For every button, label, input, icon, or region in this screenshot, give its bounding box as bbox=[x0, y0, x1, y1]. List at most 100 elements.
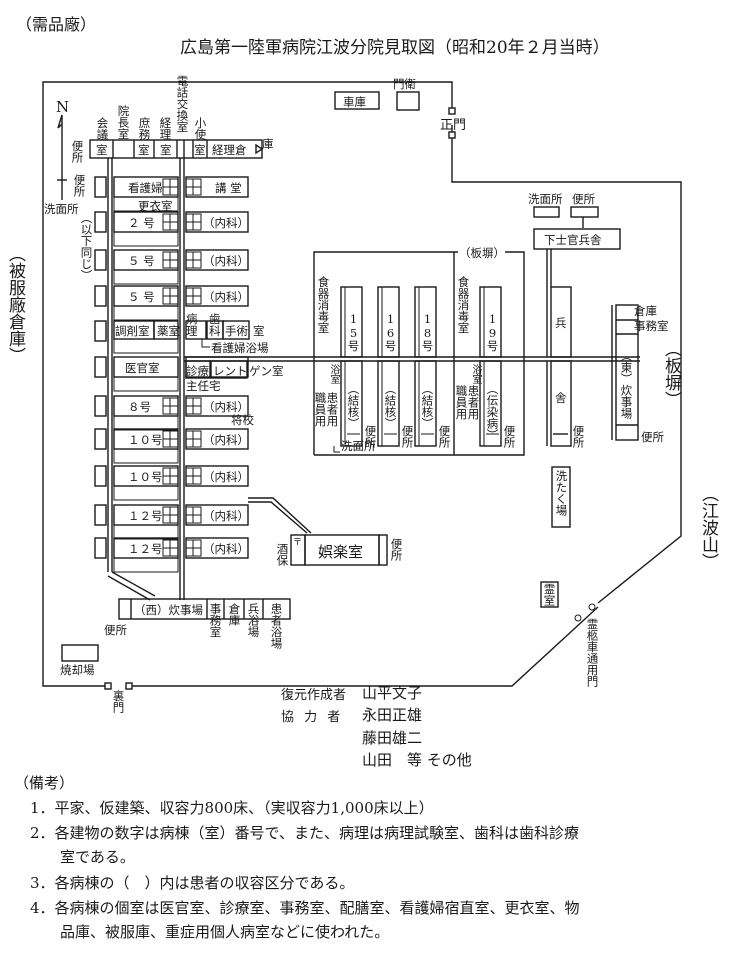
east-storage-label: 倉庫 bbox=[634, 304, 657, 318]
gate-guard-label: 門衛 bbox=[393, 77, 416, 91]
credit-author-label: 復元作成者 bbox=[281, 688, 347, 703]
ward-annex bbox=[113, 338, 179, 354]
bath-label-2: 浴室 bbox=[470, 364, 481, 384]
right-fence-label: （板塀） bbox=[661, 340, 681, 408]
west-kitchen-label: （西）炊事場 bbox=[134, 603, 203, 617]
ward-label-east: （内科） bbox=[203, 216, 249, 230]
shika-label-top: 歯 bbox=[209, 312, 221, 326]
ward-annex bbox=[113, 231, 179, 247]
top-left-label: （需品廠） bbox=[16, 15, 97, 34]
east-kitchen-label: （東）炊事場 bbox=[619, 350, 634, 419]
barracks-north bbox=[550, 286, 572, 358]
back-gate-label[interactable]: 裏門 bbox=[111, 690, 126, 713]
ward-label-east: （内科） bbox=[203, 400, 249, 414]
ward-stub bbox=[94, 285, 107, 307]
boundary-wall bbox=[42, 81, 453, 687]
shomu-room: 室 bbox=[138, 143, 150, 157]
exam-room bbox=[210, 360, 248, 379]
east-ward-north bbox=[377, 286, 400, 358]
page-title: 広島第一陸軍病院江波分院見取図（昭和20年２月当時） bbox=[180, 38, 610, 58]
east-kitchen bbox=[615, 304, 639, 441]
east-ward-north bbox=[479, 286, 502, 358]
credit-author: 山平文子 bbox=[362, 684, 423, 702]
note-4-cont: 品庫、被服庫、重症用個人病室などに使われた。 bbox=[30, 923, 390, 941]
east-ward-number: 15号 bbox=[346, 312, 361, 352]
ward-stub bbox=[94, 320, 107, 342]
east-fence-label: （板塀） bbox=[459, 245, 505, 261]
rec-toilet-box bbox=[378, 534, 388, 566]
incinerator-box bbox=[61, 644, 99, 662]
ward-stub bbox=[94, 176, 107, 198]
shujutsu-label: 手術 bbox=[225, 324, 248, 338]
left-outer-label: （被服廠倉庫） bbox=[5, 245, 25, 364]
ward-label-east: （内科） bbox=[203, 290, 249, 304]
disinfect-room-1: 食器消毒室 bbox=[316, 276, 331, 334]
kozukai-label: 小使 bbox=[193, 117, 208, 140]
ward-annex bbox=[113, 269, 179, 285]
ward-annex bbox=[113, 415, 179, 431]
keiri-label: 経理 bbox=[158, 117, 173, 140]
nco-barracks bbox=[533, 228, 621, 250]
hearse-gate-post bbox=[574, 614, 582, 622]
hearse-gate-label[interactable]: 霊柩車通用門 bbox=[585, 618, 600, 687]
boundary-wall-east-2 bbox=[451, 125, 682, 604]
ward-label-east: （内科） bbox=[203, 433, 249, 447]
ward-label-east: 講 堂 bbox=[215, 181, 242, 195]
ward-annex bbox=[113, 448, 179, 464]
main-gate-label[interactable]: 正門 bbox=[440, 118, 467, 133]
ward-annex bbox=[113, 524, 179, 540]
recreation-link bbox=[248, 501, 308, 534]
east-ward-south bbox=[479, 360, 502, 447]
patient-use-2: 患者用 bbox=[466, 385, 481, 420]
ward-stub bbox=[94, 356, 107, 378]
east-ward-type: （結核） bbox=[383, 383, 398, 429]
kitchen-link bbox=[111, 571, 156, 597]
note-4: 4．各病棟の個室は医官室、診療室、事務室、配膳室、看護婦宿直室、更衣室、物 bbox=[30, 899, 580, 917]
shika-label-bottom: 科 bbox=[209, 324, 221, 338]
patient-use-1: 患者用 bbox=[325, 392, 340, 427]
washroom-link bbox=[333, 446, 340, 453]
kaigi-label: 会議 bbox=[95, 117, 110, 140]
ward-label-west: ８号 bbox=[128, 400, 151, 414]
left-toilet-label: 便所 bbox=[72, 174, 87, 197]
back-gate-post bbox=[125, 682, 133, 690]
west-kitchen-row bbox=[118, 598, 291, 620]
clinic-room bbox=[185, 320, 207, 340]
ward-label-east: （内科） bbox=[203, 542, 249, 556]
recreation-hall-label: 娯楽室 bbox=[318, 543, 364, 561]
main-gate-post bbox=[448, 107, 456, 115]
compass-arrow bbox=[57, 114, 63, 129]
east-ward-toilet: 便所 bbox=[363, 425, 378, 448]
ward-label-east: （内科） bbox=[203, 509, 249, 523]
yaku-label: 薬室 bbox=[157, 324, 180, 338]
ward-label-west: １２号 bbox=[128, 542, 163, 556]
east-ward-toilet: 便所 bbox=[400, 425, 415, 448]
shoko-label: 将校 bbox=[231, 413, 254, 427]
rentgen-rest-label: ゲン室 bbox=[249, 364, 284, 378]
byori-label-bottom: 理 bbox=[186, 324, 198, 338]
entrance-arrow bbox=[255, 143, 264, 155]
barracks-washroom-box bbox=[533, 206, 560, 218]
gate-guard-box bbox=[396, 91, 420, 111]
east-ward-north bbox=[340, 286, 363, 358]
disinfect-room-2: 食器消毒室 bbox=[456, 276, 471, 334]
keiri-store-label: 経理倉 bbox=[212, 143, 247, 157]
boundary-wall-south bbox=[128, 606, 599, 687]
east-ward-number: 19号 bbox=[485, 312, 500, 352]
shomu-label: 庶務 bbox=[137, 117, 152, 140]
credit-coop-label: 協 力 者 bbox=[281, 710, 344, 725]
west-storage-label: 倉庫 bbox=[227, 603, 242, 626]
ward-label-west: １０号 bbox=[128, 470, 163, 484]
east-ward-north bbox=[414, 286, 437, 358]
east-kitchen-toilet: 便所 bbox=[641, 430, 664, 444]
ward-label-west: １０号 bbox=[128, 433, 163, 447]
rentgen-label: レント bbox=[213, 364, 248, 378]
east-fence bbox=[314, 251, 525, 456]
right-hill-label: （江波山） bbox=[698, 485, 718, 570]
shunin-label: 主任宅 bbox=[186, 379, 221, 393]
kaigi-room: 室 bbox=[96, 143, 108, 157]
ward-stub bbox=[94, 395, 107, 417]
staff-use-2: 職員用 bbox=[454, 385, 469, 420]
ward-annex bbox=[113, 305, 179, 321]
main-gate-post bbox=[448, 131, 456, 139]
